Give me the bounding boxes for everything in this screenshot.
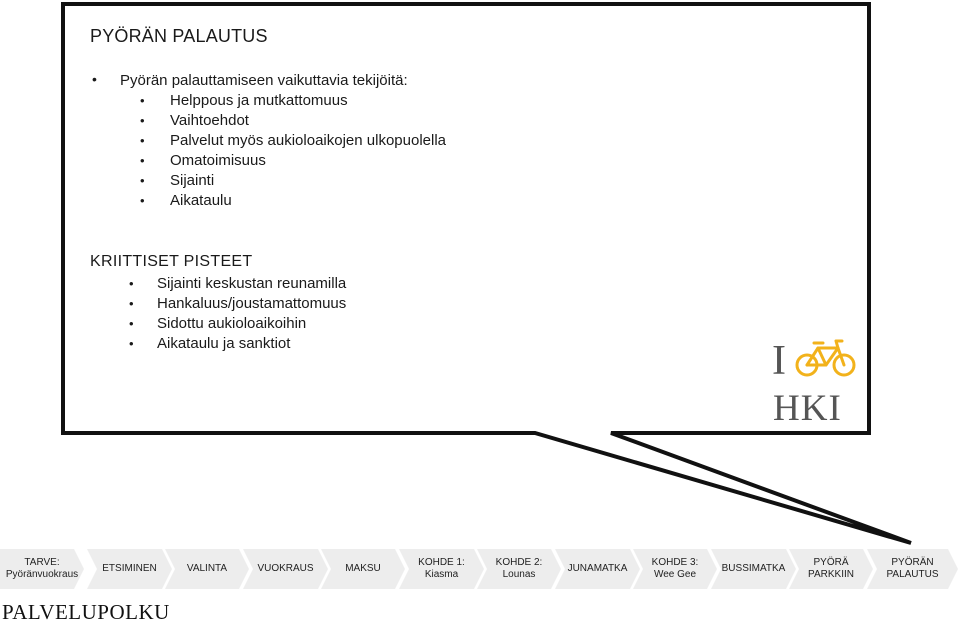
process-step-label: KOHDE 3: Wee Gee [651,557,699,580]
process-step: JUNAMATKA [555,549,640,589]
list-item: Sijainti [140,171,446,191]
process-step: KOHDE 3: Wee Gee [633,549,717,589]
process-step-label: MAKSU [345,563,381,574]
process-step: KOHDE 1: Kiasma [399,549,484,589]
process-step-label: KOHDE 2: Lounas [495,557,543,580]
process-step-label: VALINTA [186,563,228,574]
process-step: TARVE: Pyöränvuokraus [0,549,84,589]
footer-label: PALVELUPOLKU [2,600,170,624]
process-step: BUSSIMATKA [711,549,796,589]
process-step: ETSIMINEN [87,549,172,589]
list-item: Aikataulu [140,191,446,211]
section1-heading: Pyörän palauttamiseen vaikuttavia tekijö… [92,71,408,89]
process-step-label: TARVE: Pyöränvuokraus [5,557,79,580]
list-item: Helppous ja mutkattomuus [140,91,446,111]
process-step-label: ETSIMINEN [102,563,157,574]
process-step-label: BUSSIMATKA [721,563,786,574]
process-step-label: PYÖRÄ PARKKIIN [808,557,854,580]
list-item: Vaihtoehdot [140,111,446,131]
list-item: Palvelut myös aukioloaikojen ulkopuolell… [140,131,446,151]
bicycle-icon [795,339,856,377]
process-chain: TARVE: Pyöränvuokraus ETSIMINEN VALINTA … [0,549,960,589]
page-title: PYÖRÄN PALAUTUS [90,26,268,46]
section2-list: Sijainti keskustan reunamilla Hankaluus/… [129,274,346,354]
logo-i: I [772,338,786,384]
list-item: Omatoimisuus [140,151,446,171]
process-step-label: KOHDE 1: Kiasma [418,557,465,580]
list-item: Aikataulu ja sanktiot [129,334,346,354]
list-item: Sijainti keskustan reunamilla [129,274,346,294]
process-step: KOHDE 2: Lounas [477,549,561,589]
process-step-label: VUOKRAUS [257,563,314,574]
list-item: Hankaluus/joustamattomuus [129,294,346,314]
process-step: VUOKRAUS [243,549,328,589]
process-step-label: PYÖRÄN PALAUTUS [886,557,939,580]
process-step: VALINTA [165,549,249,589]
process-step: PYÖRÄN PALAUTUS [867,549,958,589]
process-step-label: JUNAMATKA [567,563,628,574]
section1-list: Helppous ja mutkattomuus Vaihtoehdot Pal… [140,91,446,211]
list-item: Sidottu aukioloaikoihin [129,314,346,334]
section2-heading: KRIITTISET PISTEET [90,253,253,270]
logo-hki: HKI [773,388,842,429]
process-step: MAKSU [321,549,405,589]
process-step: PYÖRÄ PARKKIIN [789,549,873,589]
